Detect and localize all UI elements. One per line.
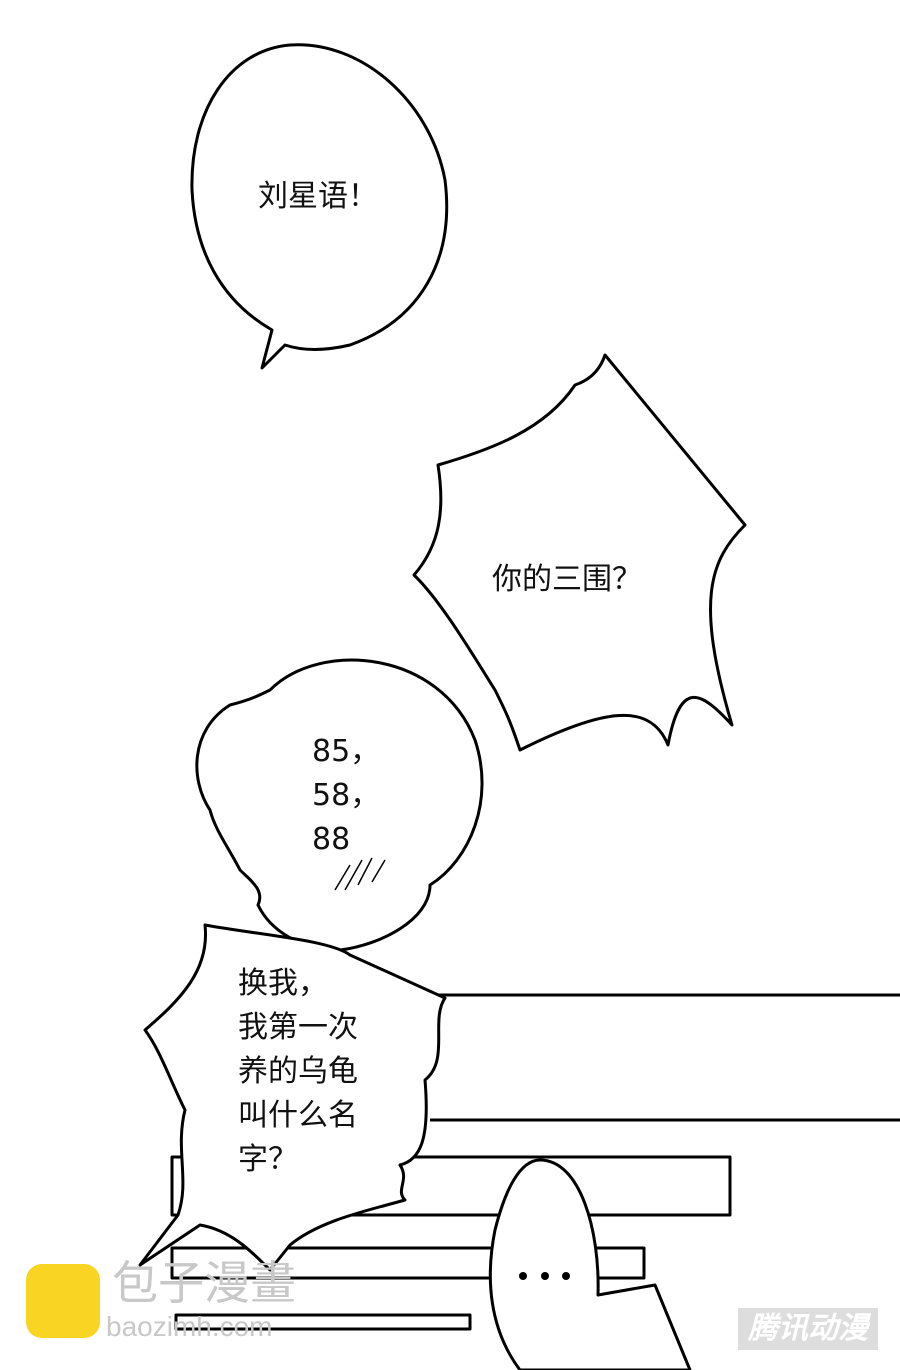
- bubble-text-3: 85， 58， 88: [312, 734, 381, 857]
- drawer-bottom: [174, 1313, 472, 1331]
- blush-marks: [334, 857, 386, 891]
- watermark-publisher: 腾讯动漫: [738, 1308, 878, 1350]
- bubble-text-2: 你的三围？: [492, 562, 642, 597]
- watermark-site-url: baozimh.com: [106, 1311, 273, 1342]
- speech-bubble-4: [138, 923, 447, 1272]
- baozi-logo: [26, 1264, 100, 1338]
- bubble-text-4: 换我， 我第一次 养的乌龟 叫什么名 字？: [238, 966, 358, 1177]
- desk-outline: [430, 993, 900, 1122]
- speech-bubble-2: [412, 353, 747, 752]
- bubble-text-1: 刘星语！: [258, 179, 378, 214]
- watermark-site-name: 包子漫畫: [112, 1257, 296, 1309]
- speech-bubble-1: [190, 43, 449, 370]
- ellipsis-dots: [519, 1272, 570, 1280]
- speech-bubble-5: [488, 1158, 692, 1370]
